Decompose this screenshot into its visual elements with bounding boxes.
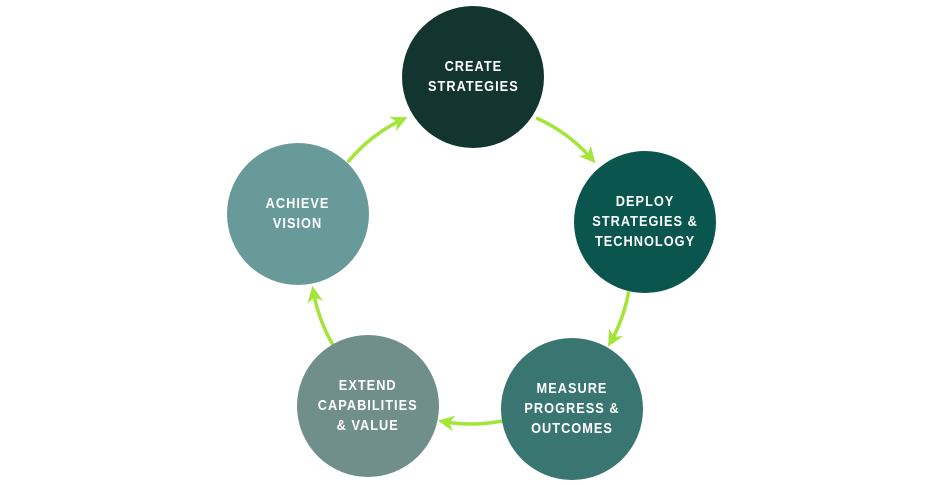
step-label-line: ACHIEVE: [266, 195, 330, 212]
arrow-achieve-to-create: [346, 116, 408, 163]
step-label-line: OUTCOMES: [531, 420, 613, 437]
step-label-line: DEPLOY: [615, 193, 675, 210]
arrow-deploy-to-measure: [608, 291, 631, 347]
step-create-strategies: CREATE STRATEGIES: [402, 6, 544, 148]
step-label: DEPLOY STRATEGIES & TECHNOLOGY: [592, 192, 698, 252]
step-measure-progress-outcomes: MEASURE PROGRESS & OUTCOMES: [501, 338, 643, 480]
arrow-create-to-deploy: [535, 116, 596, 164]
step-label-line: CREATE: [444, 58, 502, 75]
step-label: CREATE STRATEGIES: [428, 57, 519, 97]
step-label-line: EXTEND: [339, 377, 397, 394]
step-achieve-vision: ACHIEVE VISION: [227, 143, 369, 285]
step-deploy-strategies-technology: DEPLOY STRATEGIES & TECHNOLOGY: [574, 151, 716, 293]
step-label-line: MEASURE: [536, 380, 608, 397]
step-label-line: VISION: [273, 215, 323, 232]
step-label-line: STRATEGIES &: [592, 213, 698, 230]
step-extend-capabilities-value: EXTEND CAPABILITIES & VALUE: [297, 335, 439, 477]
step-label: MEASURE PROGRESS & OUTCOMES: [524, 379, 619, 439]
step-label-line: CAPABILITIES: [318, 397, 418, 414]
step-label-line: TECHNOLOGY: [594, 233, 696, 250]
arrow-measure-to-extend: [438, 415, 504, 432]
step-label: EXTEND CAPABILITIES & VALUE: [318, 376, 418, 436]
step-label: ACHIEVE VISION: [266, 194, 330, 234]
step-label-line: & VALUE: [336, 417, 400, 434]
arrow-extend-to-achieve: [307, 286, 335, 347]
step-label-line: STRATEGIES: [427, 78, 519, 95]
step-label-line: PROGRESS &: [524, 400, 620, 417]
